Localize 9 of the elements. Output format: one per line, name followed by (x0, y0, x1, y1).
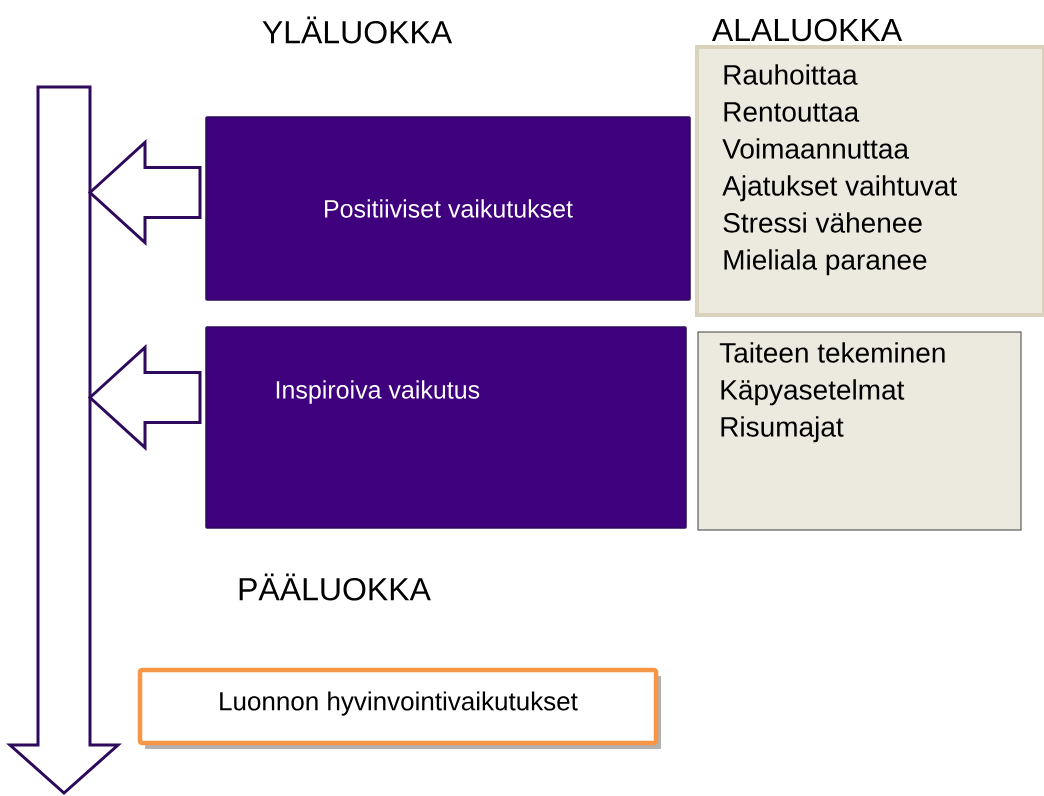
category-box: Inspiroiva vaikutus (205, 326, 687, 529)
heading: PÄÄLUOKKA (239, 573, 431, 601)
heading: YLÄLUOKKA (262, 16, 453, 44)
list-box: Taiteen tekeminen Käpyasetelmat Risumajat (697, 331, 1022, 531)
main-category-box: Luonnon hyvinvointivaikutukset (137, 667, 661, 749)
list-box: Rauhoittaa Rentouttaa Voimaannuttaa Ajatukset vaihtuvat Stressi vähenee Mieliala paranee (695, 45, 1044, 317)
down-arrow (6, 85, 122, 795)
heading: ALALUOKKA (711, 18, 903, 42)
category-box: Positiiviset vaikutukset (205, 116, 691, 301)
